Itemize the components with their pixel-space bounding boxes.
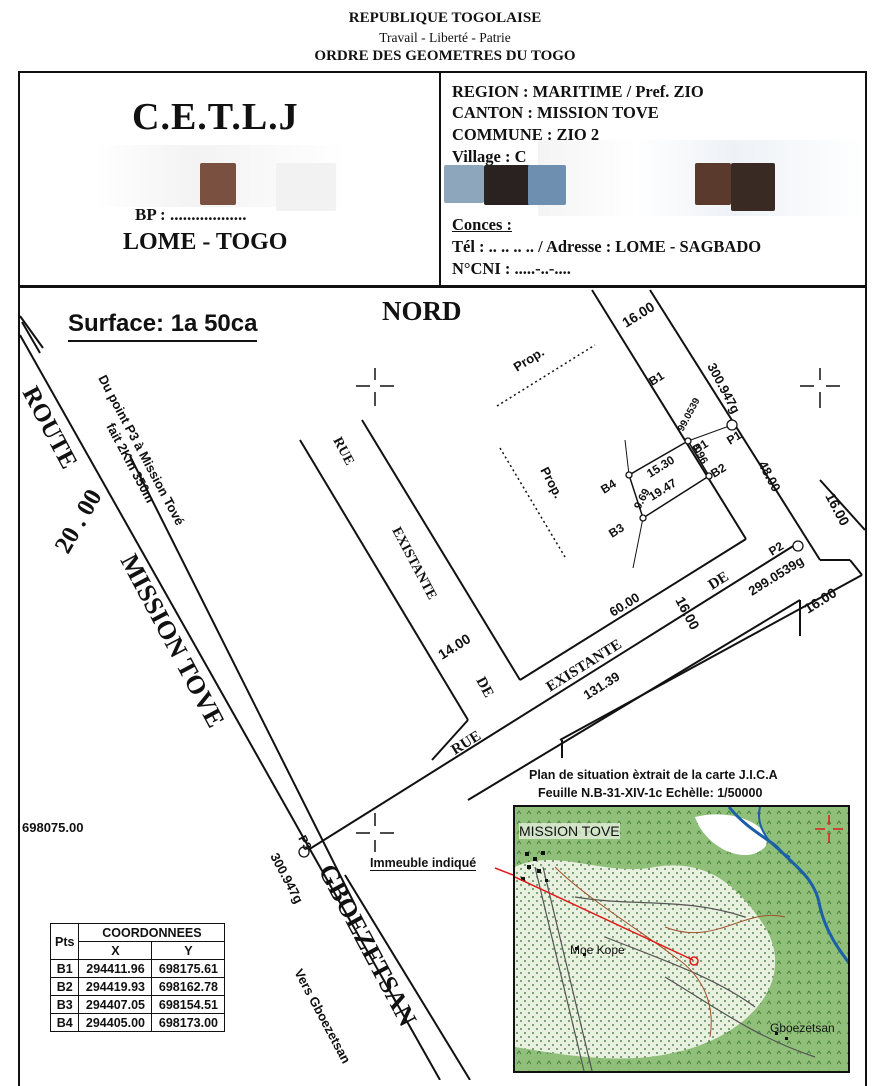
- vers-label: Vers Gboezetsan: [291, 966, 353, 1066]
- canton-line: CANTON : MISSION TOVE: [452, 103, 659, 122]
- coords-header-y: Y: [151, 941, 226, 960]
- dim-16-d: 16.00: [672, 594, 703, 633]
- table-row: B4 294405.00 698173.00: [49, 1013, 226, 1032]
- coords-x: 294411.96: [78, 959, 153, 978]
- commune-line: COMMUNE : ZIO 2: [452, 125, 600, 144]
- redaction-block: [484, 165, 530, 205]
- grid-y-label: 698075.00: [22, 820, 83, 835]
- coords-x: 294407.05: [78, 995, 153, 1014]
- coords-pt: B1: [49, 959, 80, 978]
- rue-label-1: RUE: [329, 435, 356, 468]
- de-label-3: DE: [706, 569, 732, 594]
- map-place-mission-tove: MISSION TOVE: [519, 823, 620, 839]
- region-line: REGION : MARITIME / Pref. ZIO: [452, 82, 704, 101]
- cni-line: N°CNI : .....-..-....: [452, 259, 571, 278]
- dim-16-a: 16.00: [619, 298, 657, 330]
- coords-header-pts: Pts: [49, 923, 80, 960]
- header-motto: Travail - Liberté - Patrie: [379, 30, 511, 45]
- existante-label-1: EXISTANTE: [388, 525, 439, 603]
- road-name-gboezetsan: GBOEZETSAN: [313, 859, 423, 1031]
- prop-label-2: Prop.: [537, 464, 566, 500]
- rue-label-2: RUE: [449, 728, 484, 758]
- coords-y: 698154.51: [151, 995, 226, 1014]
- surveyor-bp: BP : ..................: [135, 205, 247, 224]
- route-note: Du point P3 à Mission Tové: [95, 372, 187, 527]
- header-ordre: ORDRE DES GEOMETRES DU TOGO: [314, 48, 576, 64]
- coords-y: 698162.78: [151, 977, 226, 996]
- point-label-b4: B4: [598, 476, 619, 496]
- map-place-gboezetsan: Gboezetsan: [770, 1021, 835, 1035]
- route-width: 20 . 00: [50, 485, 108, 558]
- coords-pt: B2: [49, 977, 80, 996]
- surveyor-box: C.E.T.L.J BP : .................. LOME -…: [20, 73, 441, 285]
- surveyor-city: LOME - TOGO: [123, 229, 288, 255]
- dim-48: 48.00: [755, 458, 784, 494]
- coords-x: 294405.00: [78, 1013, 153, 1032]
- redaction-block: [731, 163, 775, 211]
- coords-pt: B4: [49, 1013, 80, 1032]
- dim-16-c: 16.00: [801, 584, 839, 616]
- redaction-block: [528, 165, 566, 205]
- dim-131: 131.39: [581, 669, 623, 703]
- table-row: B1 294411.96 698175.61: [49, 959, 226, 978]
- surface-label: Surface: 1a 50ca: [68, 310, 258, 342]
- bearing-b1: 99.0539: [676, 396, 703, 433]
- point-label-b3: B3: [606, 520, 627, 540]
- coords-header-coordonnees: COORDONNEES: [78, 923, 226, 942]
- village-line: Village : C: [452, 147, 527, 166]
- dim-16-b: 16.00: [822, 490, 853, 529]
- plan-frame: [18, 286, 867, 1086]
- surveyor-title: C.E.T.L.J: [132, 96, 299, 138]
- header-republique: REPUBLIQUE TOGOLAISE: [348, 10, 542, 26]
- table-row: B3 294407.05 698154.51: [49, 995, 226, 1014]
- point-label-p3: P3: [295, 833, 314, 853]
- point-label-p1: P1: [724, 428, 744, 448]
- situation-map: MISSION TOVE Moe Kope Gboezetsan: [513, 805, 850, 1073]
- point-label-b1-top: B1: [646, 368, 667, 388]
- coords-y: 698173.00: [151, 1013, 226, 1032]
- redaction-block: [200, 163, 236, 205]
- coords-pt: B3: [49, 995, 80, 1014]
- road-name-mission-tove: MISSION TOVE: [115, 549, 231, 732]
- bearing-p3: 300.947g: [267, 850, 306, 906]
- dim-14: 14.00: [435, 630, 473, 662]
- map-place-moe-kope: Moe Kope: [570, 943, 625, 957]
- situation-title: Plan de situation èxtrait de la carte J.…: [529, 768, 778, 782]
- situation-map-drawing: [515, 807, 848, 1071]
- coords-y: 698175.61: [151, 959, 226, 978]
- coordinates-table: Pts COORDONNEES X Y B1 294411.96 698175.…: [49, 923, 226, 1032]
- north-label: NORD: [382, 296, 462, 326]
- redaction-block: [276, 163, 336, 211]
- coords-header-x: X: [78, 941, 153, 960]
- redaction-block: [695, 163, 731, 205]
- pointer-label: Immeuble indiqué: [370, 856, 477, 871]
- bearing-p2: 299.0539g: [746, 553, 807, 599]
- de-label-2: DE: [472, 674, 496, 700]
- coords-x: 294419.93: [78, 977, 153, 996]
- conces-line: Conces :: [452, 215, 513, 234]
- point-label-p2: P2: [766, 539, 786, 559]
- table-row: B2 294419.93 698162.78: [49, 977, 226, 996]
- situation-sheet: Feuille N.B-31-XIV-1c Echèlle: 1/50000: [538, 786, 763, 800]
- tel-line: Tél : .. .. .. .. / Adresse : LOME - SAG…: [452, 237, 762, 256]
- redaction-block: [444, 165, 484, 203]
- prop-label-1: Prop.: [511, 344, 547, 374]
